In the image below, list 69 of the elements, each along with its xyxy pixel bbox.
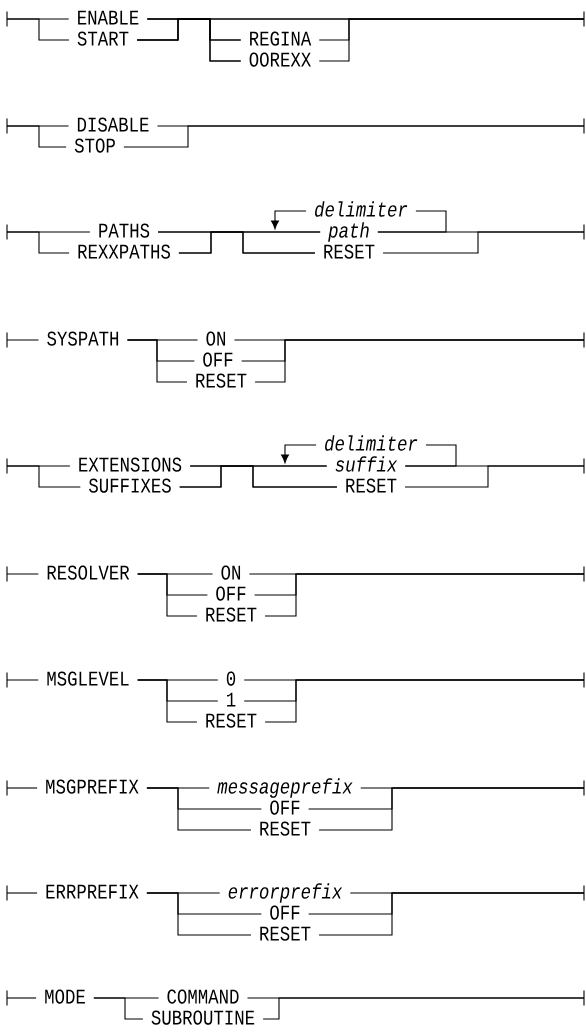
keyword-text: RESET <box>260 821 311 836</box>
track-line <box>318 787 585 831</box>
keyword-text: MSGPREFIX <box>46 779 139 794</box>
track-line <box>6 997 37 999</box>
track-line <box>264 573 585 617</box>
track-line <box>137 573 198 617</box>
keyword-text: RESET <box>206 607 257 622</box>
keyword-text: RESET <box>346 478 397 493</box>
track-line <box>6 18 70 41</box>
keyword-text: OFF <box>270 800 300 815</box>
keyword-text: OFF <box>270 905 300 920</box>
track-line <box>6 339 40 341</box>
variable-text: delimiter <box>315 201 408 217</box>
keyword-text: 1 <box>227 692 236 707</box>
keyword-text: EXTENSIONS <box>79 457 182 472</box>
track-line <box>6 892 38 894</box>
keyword-text: REGINA <box>250 31 312 46</box>
keyword-text: STOP <box>74 138 115 153</box>
track-line <box>6 787 38 789</box>
track-line <box>6 679 39 681</box>
keyword-text: RESOLVER <box>47 565 130 580</box>
track-line <box>146 787 252 831</box>
keyword-text: MSGLEVEL <box>47 671 129 686</box>
track-line <box>318 18 585 62</box>
variable-text: delimiter <box>325 435 418 451</box>
keyword-text: OFF <box>203 352 233 367</box>
loop-arrow <box>271 210 307 230</box>
keyword-text: RESET <box>324 244 375 259</box>
track-line <box>126 339 188 383</box>
keyword-text: ENABLE <box>78 10 139 25</box>
track-line <box>254 339 585 383</box>
track-line <box>262 997 585 1020</box>
keyword-text: PATHS <box>99 223 150 238</box>
keyword-text: OOREXX <box>249 52 311 67</box>
keyword-text: SUBROUTINE <box>151 1010 255 1025</box>
loop-line <box>404 444 457 467</box>
track-line <box>6 465 81 488</box>
keyword-text: SUFFIXES <box>89 478 171 493</box>
track-line <box>318 892 585 936</box>
track-line <box>93 997 144 1020</box>
keyword-text: RESET <box>260 926 311 941</box>
keyword-text: DISABLE <box>77 117 149 132</box>
keyword-text: REXXPATHS <box>78 244 170 259</box>
variable-text: path <box>328 222 369 242</box>
track-line <box>6 231 70 254</box>
variable-text: messageprefix <box>217 778 353 798</box>
track-line <box>6 125 67 148</box>
keyword-text: RESET <box>206 713 257 728</box>
keyword-text: START <box>77 31 129 46</box>
loop-arrow <box>281 444 317 464</box>
keyword-text: COMMAND <box>167 989 239 1004</box>
variable-text: errorprefix <box>228 883 343 903</box>
keyword-text: ON <box>221 565 241 580</box>
track-line <box>137 679 198 723</box>
track-line <box>146 892 252 936</box>
keyword-text: RESET <box>196 373 247 388</box>
track-line <box>123 125 585 148</box>
keyword-text: 0 <box>226 671 236 686</box>
keyword-text: OFF <box>216 586 246 601</box>
keyword-text: MODE <box>45 989 85 1004</box>
track-line <box>404 465 585 488</box>
variable-text: suffix <box>335 456 398 472</box>
track-line <box>382 231 585 254</box>
loop-line <box>377 210 447 233</box>
keyword-text: ON <box>206 331 226 346</box>
keyword-text: ERRPREFIX <box>46 884 139 899</box>
track-line <box>6 573 39 575</box>
track-line <box>264 679 585 723</box>
keyword-text: SYSPATH <box>47 331 119 346</box>
